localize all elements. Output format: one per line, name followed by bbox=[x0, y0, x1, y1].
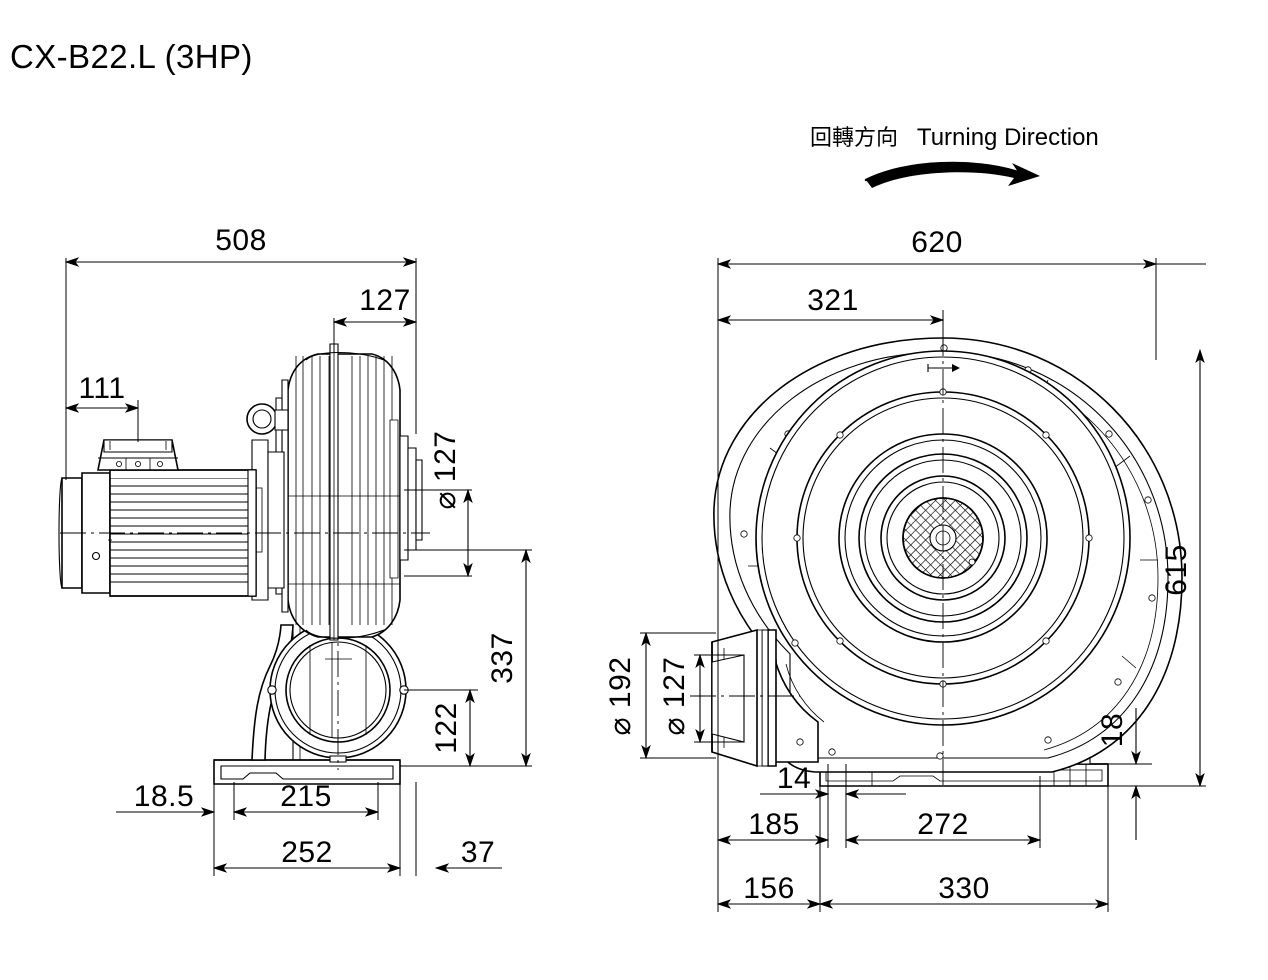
front-view-group: 620 321 ⌀ 192 ⌀ 127 bbox=[604, 226, 1206, 912]
motor-cooling-fins bbox=[110, 478, 256, 583]
dim-label-321: 321 bbox=[807, 284, 859, 317]
dim-label-185: 185 bbox=[748, 808, 800, 841]
dim-label-dia127: ⌀ 127 bbox=[429, 431, 462, 510]
front-view-discharge-outlet bbox=[711, 628, 825, 768]
dim-side-37: 37 bbox=[415, 782, 502, 876]
dim-side-127-width: 127 bbox=[332, 284, 418, 352]
dim-side-337: 337 bbox=[400, 548, 532, 768]
turning-direction-arrow-icon bbox=[864, 161, 1040, 188]
dim-label-18-5: 18.5 bbox=[134, 780, 194, 813]
dim-label-252: 252 bbox=[281, 836, 333, 869]
dim-label-14: 14 bbox=[777, 762, 811, 795]
dim-label-215: 215 bbox=[280, 780, 332, 813]
dim-label-337: 337 bbox=[486, 632, 519, 684]
side-view-terminal-box bbox=[97, 439, 179, 471]
dim-label-37: 37 bbox=[461, 836, 495, 869]
side-view-base-plate bbox=[213, 759, 401, 785]
dim-label-156: 156 bbox=[743, 872, 795, 905]
dim-label-122: 122 bbox=[430, 702, 463, 754]
dim-label-272: 272 bbox=[917, 808, 969, 841]
dim-front-18: 18 bbox=[1096, 708, 1152, 840]
dim-label-508: 508 bbox=[215, 224, 267, 257]
turning-direction-label: 回轉方向 Turning Direction bbox=[810, 120, 1099, 152]
dim-side-122: 122 bbox=[400, 688, 478, 768]
dim-side-252: 252 bbox=[212, 782, 402, 876]
dim-front-321: 321 bbox=[716, 284, 945, 350]
turning-direction-label-cjk: 回轉方向 bbox=[810, 126, 899, 151]
dim-label-127-width: 127 bbox=[359, 284, 411, 317]
dim-label-615: 615 bbox=[1160, 544, 1193, 596]
dim-front-272: 272 bbox=[844, 776, 1042, 848]
dim-front-156: 156 bbox=[716, 786, 822, 912]
dim-label-111: 111 bbox=[78, 372, 125, 405]
dim-label-620: 620 bbox=[911, 226, 963, 259]
dim-front-dia127: ⌀ 127 bbox=[658, 653, 744, 744]
dim-front-615: 615 bbox=[1108, 263, 1206, 788]
dim-front-330: 330 bbox=[818, 786, 1110, 912]
dim-side-111: 111 bbox=[64, 372, 140, 442]
dim-label-18: 18 bbox=[1096, 713, 1129, 747]
dim-front-185: 185 bbox=[716, 640, 830, 848]
dim-front-dia192: ⌀ 192 bbox=[604, 631, 716, 760]
dim-side-dia127: ⌀ 127 bbox=[404, 431, 473, 578]
page-title: CX-B22.L (3HP) bbox=[10, 38, 253, 75]
side-view-blower-housing bbox=[275, 343, 423, 641]
dim-front-620: 620 bbox=[716, 226, 1158, 640]
drawing-title-block: CX-B22.L (3HP) bbox=[10, 38, 253, 76]
front-view-rotation-marker-icon bbox=[927, 364, 960, 372]
dim-label-330: 330 bbox=[938, 872, 990, 905]
dim-label-dia192: ⌀ 192 bbox=[604, 657, 637, 736]
turning-direction-label-en: Turning Direction bbox=[916, 124, 1099, 151]
side-view-group: 508 127 111 ⌀ 127 bbox=[58, 224, 532, 876]
dim-side-215: 215 bbox=[232, 780, 380, 820]
side-view-lifting-eye-bolt bbox=[246, 403, 289, 435]
dim-side-508: 508 bbox=[64, 224, 418, 480]
dim-label-dia127: ⌀ 127 bbox=[658, 657, 691, 736]
dim-side-18-5: 18.5 bbox=[116, 780, 216, 820]
